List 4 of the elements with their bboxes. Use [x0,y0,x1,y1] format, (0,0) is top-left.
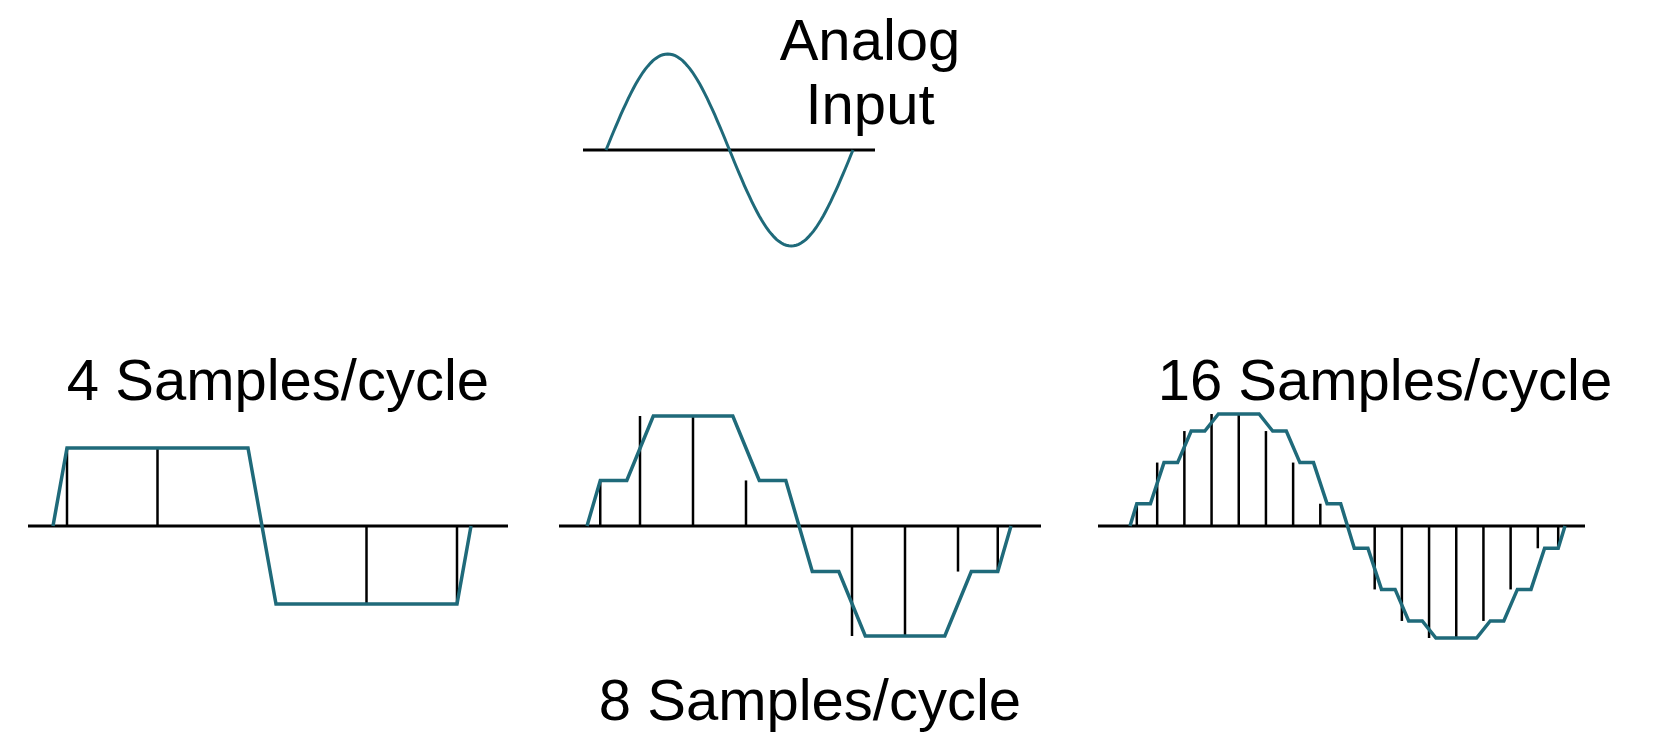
waveform-title: Analog Input [778,8,962,136]
sample-rate-label: 4 Samples/cycle [65,348,491,412]
sample-rate-label: 16 Samples/cycle [1156,348,1614,412]
sample-rate-label: 8 Samples/cycle [597,668,1023,732]
